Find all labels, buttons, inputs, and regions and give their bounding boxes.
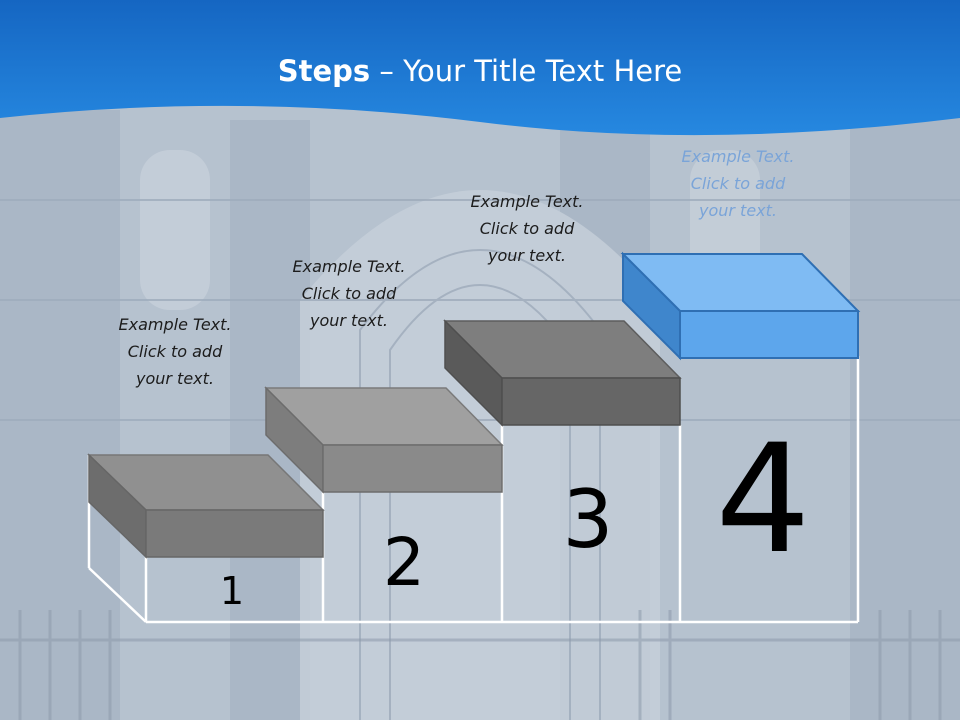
step-text-1-line1: Example Text.	[118, 315, 232, 334]
step-block-1	[87, 453, 325, 559]
step-text-3-line3: your text.	[487, 246, 566, 265]
page-title: Steps – Your Title Text Here	[0, 54, 960, 88]
step-text-4[interactable]: Example Text. Click to add your text.	[643, 143, 833, 224]
step-text-3-line2: Click to add	[479, 219, 575, 238]
step-text-1[interactable]: Example Text. Click to add your text.	[80, 311, 270, 392]
step-text-2[interactable]: Example Text. Click to add your text.	[254, 253, 444, 334]
step-number-1: 1	[219, 569, 245, 613]
step-text-4-line1: Example Text.	[681, 147, 795, 166]
step-number-3: 3	[562, 473, 614, 566]
step-block-3	[443, 319, 682, 427]
step-block-2	[264, 386, 504, 494]
step-text-2-line3: your text.	[309, 311, 388, 330]
step-text-1-line3: your text.	[135, 369, 214, 388]
step-text-4-line3: your text.	[698, 201, 777, 220]
step-block-4	[620, 251, 861, 361]
step-text-3-line1: Example Text.	[470, 192, 584, 211]
step-text-1-line2: Click to add	[127, 342, 223, 361]
step-text-2-line1: Example Text.	[292, 257, 406, 276]
title-rest: – Your Title Text Here	[370, 54, 683, 88]
header-banner	[0, 0, 960, 136]
step-text-2-line2: Click to add	[301, 284, 397, 303]
step-text-4-line2: Click to add	[690, 174, 786, 193]
step-number-2: 2	[383, 524, 425, 601]
step-number-4: 4	[715, 413, 811, 587]
title-bold: Steps	[277, 54, 371, 88]
step-text-3[interactable]: Example Text. Click to add your text.	[432, 188, 622, 269]
steps-outline	[87, 356, 860, 624]
